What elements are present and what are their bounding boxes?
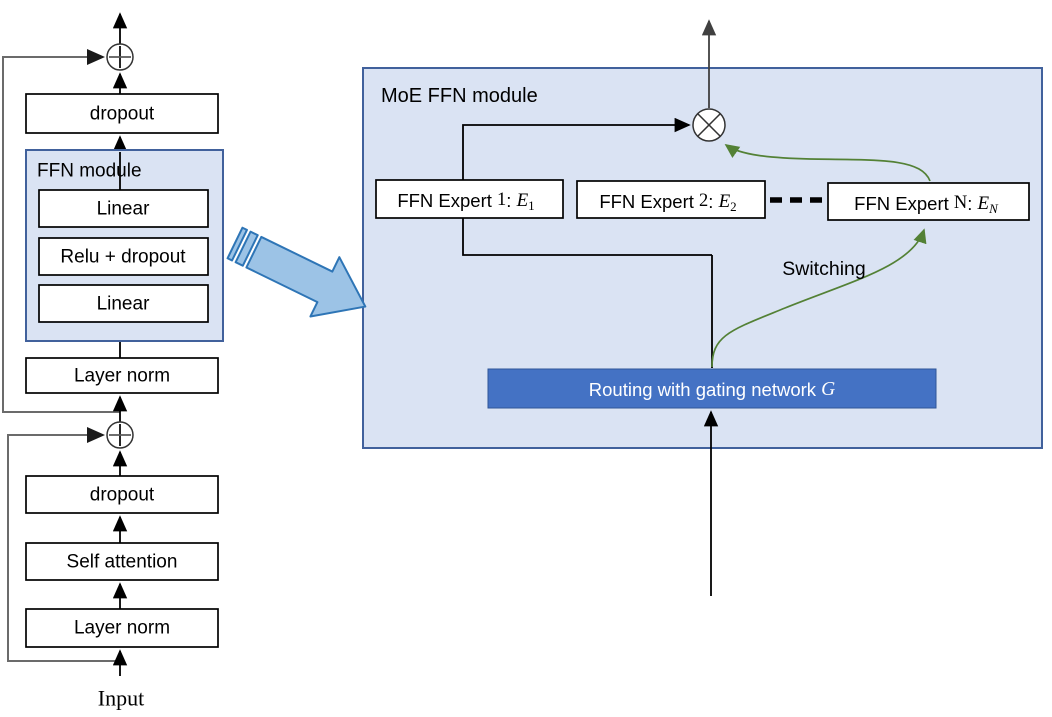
moe-title: MoE FFN module — [381, 85, 538, 107]
linear-top-label: Linear — [97, 199, 150, 220]
routing-gating-bar — [487, 368, 937, 409]
attention-residual-skip-line — [7, 427, 120, 662]
linear-bottom-label: Linear — [97, 294, 150, 315]
expertN-to-multiply-arrow — [724, 144, 931, 182]
multiply-x-glyph — [697, 113, 721, 137]
routing-to-expertN-arrow — [711, 228, 927, 368]
layer-norm-lower-box — [25, 608, 219, 648]
relu-dropout-label: Relu + dropout — [60, 247, 186, 268]
ffn-expert-N-box — [827, 182, 1030, 221]
dropout-bottom-label: dropout — [90, 485, 155, 506]
ffn-module-label: FFN module — [37, 161, 142, 182]
layer-norm-upper-label: Layer norm — [74, 366, 170, 387]
linear-bottom-box — [38, 284, 209, 323]
linear-top-box — [38, 189, 209, 228]
input-label: Input — [98, 686, 144, 711]
self-attention-label: Self attention — [67, 552, 178, 573]
ffn-expert-1-label: FFN Expert 1: E1 — [397, 190, 534, 213]
ffn-expert-2-label: FFN Expert 2: E2 — [599, 191, 736, 214]
ffn-expert-1-box — [375, 179, 564, 219]
self-attention-box — [25, 542, 219, 581]
relu-dropout-box — [38, 237, 209, 276]
ffn-expert-N-label: FFN Expert N: EN — [854, 193, 999, 216]
routing-gating-label: Routing with gating network G — [589, 379, 836, 400]
zoom-callout-arrow — [226, 226, 367, 318]
dropout-top-box — [25, 93, 219, 134]
switching-label: Switching — [782, 258, 865, 280]
ffn-residual-skip-line — [2, 49, 120, 413]
layer-norm-upper-box — [25, 357, 219, 394]
ffn-expert-2-box — [576, 180, 766, 219]
dropout-top-label: dropout — [90, 104, 155, 125]
layer-norm-lower-label: Layer norm — [74, 618, 170, 639]
dropout-bottom-box — [25, 475, 219, 514]
